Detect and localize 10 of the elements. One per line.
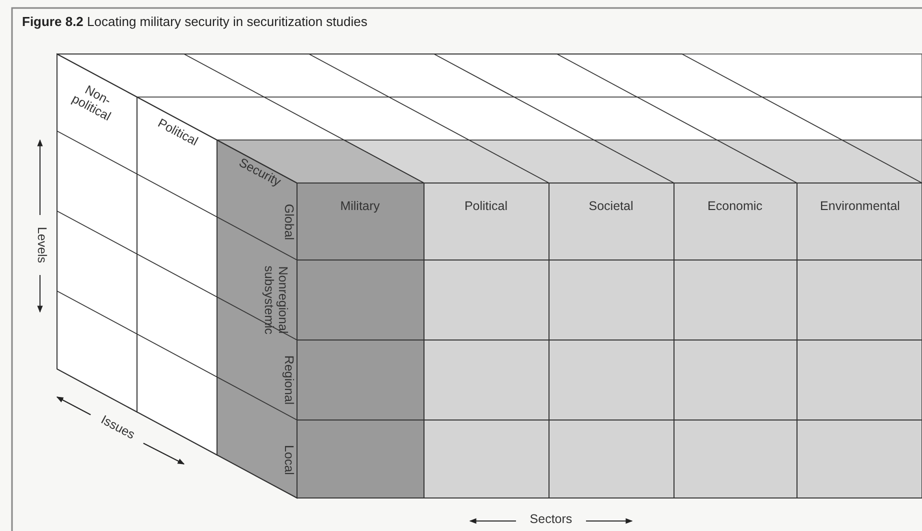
sector-label: Military <box>339 200 381 214</box>
sector-label: Political <box>463 200 509 214</box>
sector-label: Societal <box>588 200 634 214</box>
level-label: Regional <box>281 354 295 407</box>
level-label: Nonregional subsystemic <box>262 264 289 336</box>
sector-label: Environmental <box>819 200 901 214</box>
sector-label: Economic <box>706 200 764 214</box>
level-label: Global <box>281 202 295 242</box>
level-label: Local <box>281 444 295 477</box>
figure-title: Figure 8.2 Locating military security in securitization studies <box>22 14 368 29</box>
